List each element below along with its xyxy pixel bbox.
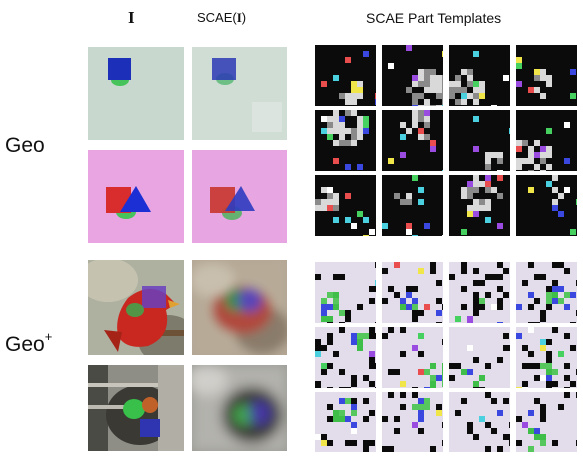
reconstruction-header-suffix: ) [241, 10, 247, 25]
geo-template-tile [449, 45, 510, 106]
geo-plus-template-tile [315, 262, 376, 323]
geo-plus-template-tile [382, 327, 443, 388]
reconstruction-header-prefix: SCAE( [197, 10, 237, 25]
reconstruction-column-header: SCAE(I) [197, 10, 246, 26]
geo-reconstruction-image-2 [192, 150, 287, 243]
geo-reconstruction-image-1 [192, 47, 287, 140]
geo-reconstruction-image-2-shapes [210, 186, 255, 220]
geo-plus-template-tile [315, 392, 376, 452]
geo-template-tile [382, 175, 443, 236]
geo-template-tile [382, 110, 443, 171]
geo-plus-template-tile [516, 392, 577, 452]
templates-column-header: SCAE Part Templates [366, 10, 502, 26]
geo-input-image-1 [88, 47, 184, 140]
geo-plus-input-image-1 [88, 260, 184, 355]
row-label-geo-plus: Geo+ [5, 329, 53, 357]
geo-plus-input-image-2 [88, 365, 184, 451]
geo-plus-reconstruction-image-1 [192, 260, 287, 355]
geo-plus-template-tile [382, 392, 443, 452]
geo-plus-templates-grid [315, 262, 583, 452]
input-column-header: I [128, 8, 135, 27]
geo-template-tile [449, 110, 510, 171]
geo-templates-svg [315, 45, 577, 236]
geo-input-image-1-shapes [108, 58, 131, 86]
geo-reconstruction-image-1-shapes [212, 58, 282, 132]
geo-plus-input-image-1-scene [88, 260, 184, 355]
geo-template-tile [516, 110, 577, 171]
reconstruction-header-symbol: I [236, 10, 242, 25]
geo-template-tile [382, 45, 443, 106]
geo-templates-grid [315, 45, 583, 245]
geo-plus-input-image-2-scene [88, 365, 184, 451]
geo-template-tile [315, 45, 376, 106]
geo-template-tile [449, 175, 510, 236]
geo-plus-template-tile [449, 327, 510, 388]
geo-plus-template-tile [315, 327, 376, 388]
row-label-geo-plus-text: Geo [5, 333, 45, 356]
geo-plus-template-tile [516, 327, 577, 388]
geo-template-tile [315, 175, 376, 236]
geo-template-tile [516, 175, 577, 236]
geo-input-image-2-shapes [106, 186, 151, 219]
geo-template-tile [516, 45, 577, 106]
geo-plus-reconstruction-image-1-scene [192, 260, 287, 355]
row-label-geo-plus-sup: + [44, 329, 53, 344]
geo-input-image-2 [88, 150, 184, 243]
geo-plus-template-tile [449, 262, 510, 323]
geo-plus-template-tile [382, 262, 443, 323]
geo-plus-reconstruction-image-2-scene [192, 365, 287, 451]
geo-plus-templates-svg [315, 262, 577, 452]
geo-plus-template-tile [516, 262, 577, 323]
geo-plus-reconstruction-image-2 [192, 365, 287, 451]
geo-template-tile [315, 110, 376, 171]
geo-plus-template-tile [449, 392, 510, 452]
row-label-geo: Geo [5, 134, 45, 157]
